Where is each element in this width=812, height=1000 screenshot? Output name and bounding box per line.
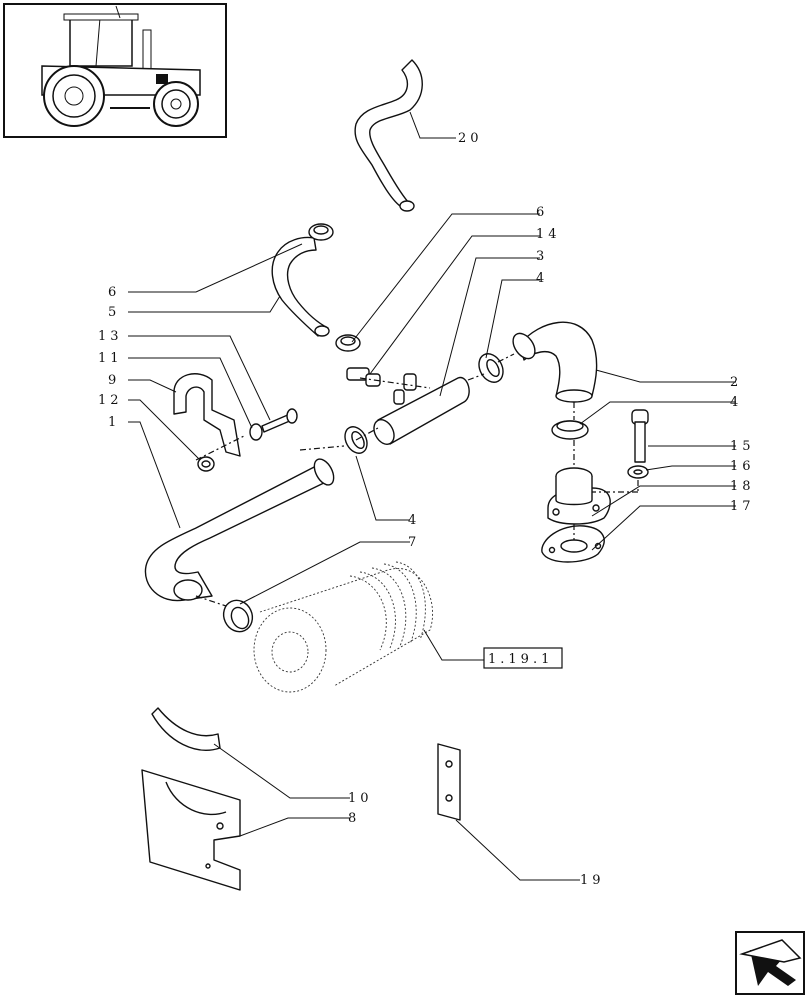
- callout-4-upper: 4: [536, 271, 548, 286]
- callout-8: 8: [348, 811, 360, 826]
- callout-13: 13: [98, 329, 123, 344]
- tractor-thumbnail[interactable]: [3, 3, 227, 138]
- callout-3: 3: [536, 249, 548, 264]
- next-page-arrow-icon: [739, 939, 802, 986]
- callout-17: 17: [730, 499, 755, 514]
- callout-9: 9: [108, 373, 120, 388]
- gasket-part-17: [541, 525, 605, 563]
- callout-5: 5: [108, 305, 120, 320]
- callout-1: 1: [108, 415, 120, 430]
- hose-part-20: [354, 59, 423, 212]
- callout-6-left: 6: [108, 285, 120, 300]
- callout-11: 11: [98, 351, 123, 366]
- reference-link-1-19-1[interactable]: 1.19.1: [483, 647, 563, 669]
- callout-16: 16: [730, 459, 755, 474]
- callout-12: 12: [98, 393, 123, 408]
- clamp-part-4-upper: [478, 353, 504, 383]
- callout-6-top: 6: [536, 205, 548, 220]
- strap-part-19: [437, 743, 461, 821]
- sleeve-part-3: [373, 376, 470, 445]
- callout-4-center: 4: [408, 513, 420, 528]
- leader-lines: [128, 111, 736, 881]
- air-filter-outline: [253, 561, 434, 693]
- tractor-icon: [41, 5, 201, 127]
- washer-part-11: [249, 423, 263, 441]
- bracket-part-9: [173, 373, 241, 457]
- half-ring-part-10: [151, 707, 221, 751]
- washer-part-16: [627, 465, 649, 479]
- callout-labels: 20 6 14 3 4 6 5 13 11 9 12 1 2 4 15 16 1…: [98, 131, 755, 888]
- nut-part-12: [197, 456, 215, 472]
- flange-part-18: [547, 467, 611, 525]
- callout-19: 19: [580, 873, 605, 888]
- plate-part-8: [141, 769, 241, 891]
- clamp-part-7: [222, 599, 254, 633]
- reference-label: 1.19.1: [488, 652, 553, 667]
- assembly-lines: [195, 353, 639, 607]
- bolt-part-15: [631, 409, 649, 463]
- clamp-part-4-lower: [551, 420, 589, 440]
- callout-18: 18: [730, 479, 755, 494]
- callout-14: 14: [536, 227, 561, 242]
- callout-20: 20: [458, 131, 483, 146]
- hose-part-1: [144, 458, 335, 602]
- bolt-part-13: [261, 408, 298, 433]
- clamp-part-6-lower: [335, 334, 361, 352]
- elbow-part-2: [512, 321, 598, 403]
- fitting-part-14: [346, 367, 417, 391]
- callout-7: 7: [408, 535, 420, 550]
- callout-15: 15: [730, 439, 755, 454]
- callout-4-right: 4: [730, 395, 742, 410]
- callout-2: 2: [730, 375, 742, 390]
- callout-10: 10: [348, 791, 373, 806]
- hose-part-5: [271, 223, 334, 337]
- clamp-part-6-upper: [308, 223, 334, 241]
- next-page-button[interactable]: [735, 931, 805, 995]
